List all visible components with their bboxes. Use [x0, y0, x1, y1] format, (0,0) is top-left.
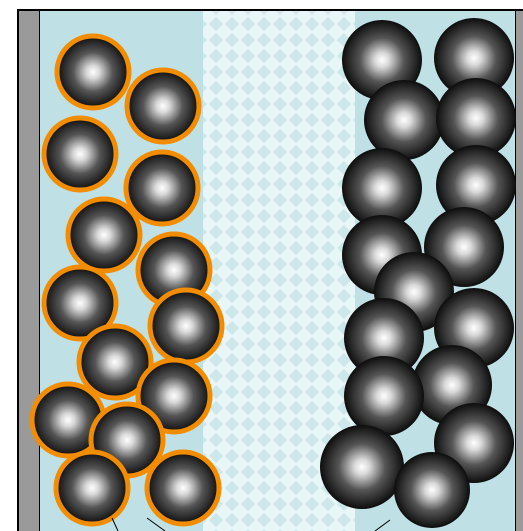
plain-black-sphere-icon — [344, 298, 424, 378]
orange-coated-sphere-icon — [144, 449, 222, 527]
plain-black-sphere-icon — [320, 425, 404, 509]
orange-coated-sphere-icon — [41, 115, 119, 193]
orange-coated-sphere-icon — [65, 196, 143, 274]
orange-coated-sphere-icon — [41, 264, 119, 342]
leader-line-3 — [374, 519, 391, 531]
plain-black-sphere-icon — [436, 145, 516, 225]
plain-black-sphere-icon — [342, 148, 422, 228]
orange-coated-sphere-icon — [147, 287, 225, 365]
plain-black-sphere-icon — [394, 452, 470, 528]
plain-black-sphere-icon — [344, 356, 424, 436]
orange-coated-sphere-icon — [135, 357, 213, 435]
leader-line-1 — [111, 517, 119, 531]
plain-black-sphere-icon — [364, 80, 444, 160]
orange-coated-sphere-icon — [53, 449, 131, 527]
cell-outline — [17, 9, 523, 531]
plain-black-sphere-icon — [434, 18, 514, 98]
orange-coated-sphere-icon — [123, 149, 201, 227]
orange-coated-sphere-icon — [76, 323, 154, 401]
orange-coated-sphere-icon — [124, 67, 202, 145]
plain-black-sphere-icon — [342, 20, 422, 100]
left-electrode-particles — [29, 33, 225, 527]
leader-line-2 — [146, 517, 166, 531]
orange-coated-sphere-icon — [54, 33, 132, 111]
right-electrode-particles — [320, 18, 516, 528]
right-current-collector — [514, 9, 523, 531]
plain-black-sphere-icon — [436, 78, 516, 158]
left-current-collector — [17, 9, 41, 531]
